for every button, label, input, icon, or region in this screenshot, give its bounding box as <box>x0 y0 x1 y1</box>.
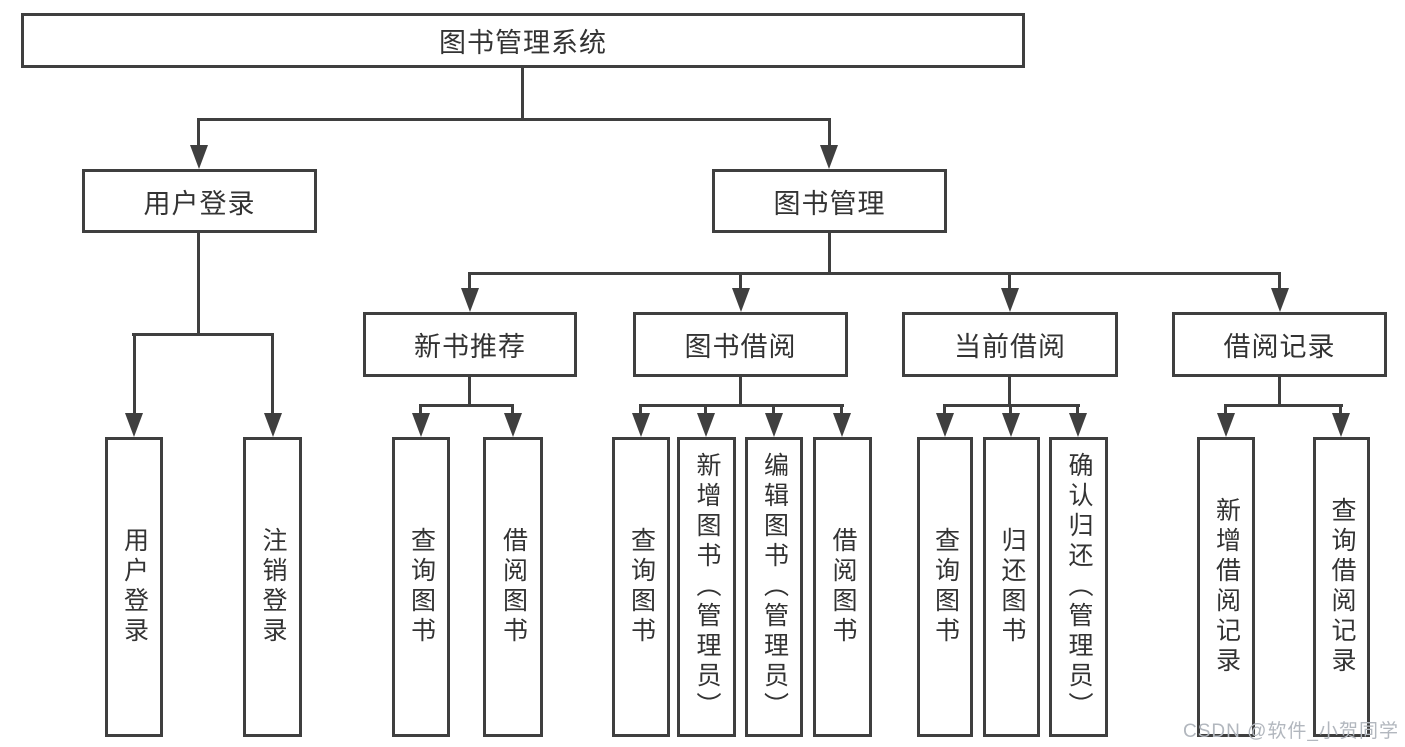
connector-line <box>1009 404 1012 416</box>
node-root: 图书管理系统 <box>21 13 1025 68</box>
arrowhead-down-icon <box>1217 413 1235 437</box>
connector-line <box>419 404 422 416</box>
connector-line <box>419 404 514 407</box>
connector-line <box>1278 377 1281 407</box>
leaf-bb-edit-book-admin: 编辑图书（管理员） <box>745 437 803 737</box>
arrowhead-down-icon <box>632 413 650 437</box>
connector-line <box>197 118 200 150</box>
node-current-borrow: 当前借阅 <box>902 312 1118 377</box>
arrowhead-down-icon <box>264 413 282 437</box>
csdn-watermark: CSDN @软件_小贺同学 <box>1183 721 1399 742</box>
connector-line <box>133 333 136 415</box>
arrowhead-down-icon <box>504 413 522 437</box>
arrowhead-down-icon <box>1271 288 1289 312</box>
connector-line <box>1008 377 1011 407</box>
arrowhead-down-icon <box>1069 413 1087 437</box>
arrowhead-down-icon <box>765 413 783 437</box>
connector-line <box>840 404 843 416</box>
leaf-br-query-record: 查询借阅记录 <box>1313 437 1370 737</box>
leaf-nb-query-book: 查询图书 <box>392 437 450 737</box>
arrowhead-down-icon <box>697 413 715 437</box>
connector-line <box>828 118 831 150</box>
connector-line <box>468 377 471 407</box>
node-book-mgmt-branch: 图书管理 <box>712 169 947 233</box>
connector-line <box>132 333 274 336</box>
connector-line <box>739 272 742 292</box>
arrowhead-down-icon <box>190 145 208 169</box>
connector-line <box>521 68 524 120</box>
arrowhead-down-icon <box>833 413 851 437</box>
leaf-bb-add-book-admin: 新增图书（管理员） <box>677 437 736 737</box>
arrowhead-down-icon <box>1332 413 1350 437</box>
connector-line <box>943 404 946 416</box>
connector-line <box>704 404 707 416</box>
connector-line <box>739 377 742 407</box>
node-new-book-recommend: 新书推荐 <box>363 312 577 377</box>
arrowhead-down-icon <box>1002 413 1020 437</box>
connector-line <box>1278 272 1281 292</box>
arrowhead-down-icon <box>125 413 143 437</box>
arrowhead-down-icon <box>732 288 750 312</box>
arrowhead-down-icon <box>1001 288 1019 312</box>
leaf-cb-confirm-return-admin: 确认归还（管理员） <box>1049 437 1108 737</box>
connector-line <box>639 404 844 407</box>
arrowhead-down-icon <box>412 413 430 437</box>
leaf-logout: 注销登录 <box>243 437 302 737</box>
leaf-bb-borrow-book: 借阅图书 <box>813 437 872 737</box>
connector-line <box>1224 404 1343 407</box>
connector-line <box>271 333 274 415</box>
leaf-cb-return-book: 归还图书 <box>983 437 1040 737</box>
leaf-cb-query-book: 查询图书 <box>917 437 973 737</box>
arrowhead-down-icon <box>461 288 479 312</box>
connector-line <box>511 404 514 416</box>
connector-line <box>1339 404 1342 416</box>
connector-line <box>468 272 1281 275</box>
node-book-borrow: 图书借阅 <box>633 312 848 377</box>
leaf-nb-borrow-book: 借阅图书 <box>483 437 543 737</box>
leaf-user-login: 用户登录 <box>105 437 163 737</box>
leaf-bb-query-book: 查询图书 <box>612 437 670 737</box>
connector-line <box>1224 404 1227 416</box>
connector-line <box>1008 272 1011 292</box>
connector-line <box>468 272 471 292</box>
connector-line <box>1076 404 1079 416</box>
node-borrow-record: 借阅记录 <box>1172 312 1387 377</box>
arrowhead-down-icon <box>820 145 838 169</box>
connector-line <box>772 404 775 416</box>
connector-line <box>828 233 831 275</box>
node-user-login-branch: 用户登录 <box>82 169 317 233</box>
connector-line <box>639 404 642 416</box>
arrowhead-down-icon <box>936 413 954 437</box>
connector-line <box>197 233 200 336</box>
leaf-br-add-record: 新增借阅记录 <box>1197 437 1255 737</box>
connector-line <box>197 118 831 121</box>
